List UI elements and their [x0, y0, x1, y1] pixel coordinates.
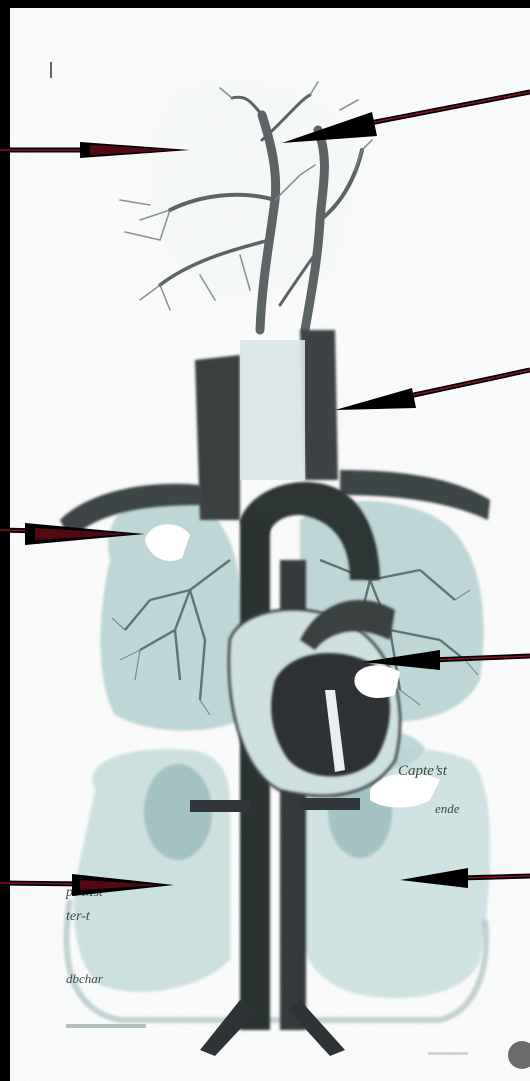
label-left-lower-2: ter-t — [66, 909, 91, 924]
label-left-bottom: dbchar — [66, 971, 104, 986]
speck — [50, 62, 52, 78]
label-right-middle: Capte’st — [398, 763, 448, 779]
label-right-middle-2: ende — [435, 801, 460, 816]
